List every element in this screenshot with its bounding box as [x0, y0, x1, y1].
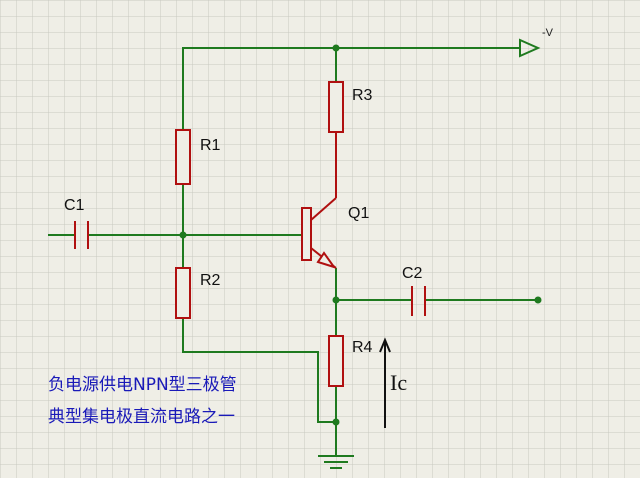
wire-top-rail	[182, 47, 520, 130]
caption-line-2: 典型集电极直流电路之一	[48, 407, 235, 427]
emitter-arrow-icon	[316, 251, 337, 269]
current-label: Ic	[390, 370, 407, 395]
junction-base	[179, 231, 187, 239]
resistor-r2	[175, 267, 191, 319]
label-r2: R2	[200, 272, 221, 289]
label-c1: C1	[64, 197, 85, 214]
wire-r2-ground	[182, 318, 336, 423]
label-r4: R4	[352, 339, 373, 356]
transistor-collector-lead	[310, 197, 337, 221]
current-arrow-icon	[379, 337, 391, 428]
label-q1: Q1	[348, 205, 369, 222]
supply-arrow-icon	[519, 38, 541, 58]
resistor-r4	[328, 335, 344, 387]
label-r1: R1	[200, 137, 221, 154]
caption-line-1: 负电源供电NPN型三极管	[48, 375, 237, 395]
supply-label: -V	[542, 27, 554, 39]
label-r3: R3	[352, 87, 373, 104]
transistor-q1	[301, 197, 337, 269]
components	[74, 81, 426, 387]
label-c2: C2	[402, 265, 423, 282]
junctions	[179, 44, 542, 426]
junction-top	[332, 44, 340, 52]
output-terminal	[534, 296, 542, 304]
resistor-r1	[175, 129, 191, 185]
resistor-r3	[328, 81, 344, 133]
transistor-base-bar	[301, 207, 312, 261]
ground-icon	[318, 455, 354, 469]
junction-ground	[332, 418, 340, 426]
junction-emitter	[332, 296, 340, 304]
